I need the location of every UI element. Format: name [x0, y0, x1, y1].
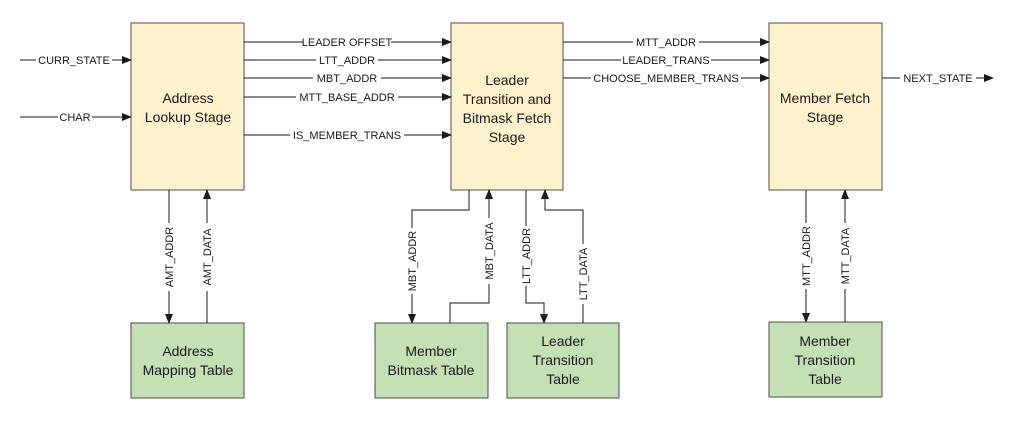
member-transition-table: Member Transition Table: [768, 321, 883, 398]
address-lookup-stage-box: [130, 22, 245, 191]
choose-member-trans-label-bg: [591, 71, 741, 85]
mbt-data-label-bg: [482, 218, 496, 284]
signal-mtt-base-addr: MTT_BASE_ADDR: [244, 90, 452, 104]
ltt-data-label: LTT_DATA: [578, 247, 590, 300]
member-transition-table-label-line3: Table: [808, 371, 842, 387]
leader-transition-stage-label-line4: Stage: [489, 129, 526, 145]
leader-transition-table-label-line1: Leader: [541, 333, 585, 349]
leader-transition-stage-label-line2: Transition and: [463, 91, 551, 107]
ltt-addr-vertical-label-bg: [519, 226, 533, 286]
is-member-trans-label-bg: [290, 128, 404, 142]
signal-mtt-addr-vertical: MTT_ADDR: [799, 190, 813, 323]
member-fetch-stage-box: [768, 22, 883, 191]
signal-ltt-addr-vertical: LTT_ADDR: [519, 190, 548, 324]
signal-mbt-addr: MBT_ADDR: [244, 71, 452, 85]
signal-mtt-data: MTT_DATA: [838, 189, 852, 322]
leader-trans-label-bg: [621, 53, 711, 67]
ltt-addr-label-bg: [316, 53, 378, 67]
signal-ltt-data: LTT_DATA: [541, 189, 590, 323]
mbt-addr-vertical-label-bg: [405, 228, 419, 294]
member-bitmask-table-label-line1: Member: [405, 343, 457, 359]
address-mapping-table-label-line1: Address: [162, 343, 213, 359]
signal-next-state: NEXT_STATE: [882, 71, 994, 85]
member-fetch-stage-label-line2: Stage: [807, 109, 844, 125]
amt-addr-label-bg: [162, 223, 176, 291]
curr-state-label-bg: [36, 53, 112, 67]
address-lookup-stage-label-line2: Lookup Stage: [145, 109, 232, 125]
mtt-base-addr-label-bg: [296, 90, 398, 104]
mbt-addr-label-bg: [313, 71, 381, 85]
mtt-addr-vertical-label-bg: [799, 223, 813, 289]
next-state-label-bg: [900, 71, 976, 85]
signal-choose-member-trans: CHOOSE_MEMBER_TRANS: [563, 71, 770, 85]
leader-transition-table-box: [506, 322, 620, 399]
mbt-addr-vertical-label: MBT_ADDR: [407, 231, 419, 292]
signal-char: CHAR: [20, 110, 132, 124]
ltt-addr-label: LTT_ADDR: [319, 55, 375, 67]
signal-amt-addr: AMT_ADDR: [162, 190, 176, 324]
amt-data-label: AMT_DATA: [202, 228, 214, 286]
address-lookup-stage-label-line1: Address: [162, 90, 213, 106]
leader-transition-stage-label-line3: Bitmask Fetch: [463, 110, 552, 126]
address-mapping-table: Address Mapping Table: [130, 322, 245, 399]
signal-curr-state: CURR_STATE: [20, 53, 132, 67]
signal-ltt-addr: LTT_ADDR: [244, 53, 452, 67]
leader-transition-bitmask-fetch-stage: Leader Transition and Bitmask Fetch Stag…: [450, 22, 564, 191]
ltt-data-label-bg: [576, 244, 590, 304]
mtt-addr-label: MTT_ADDR: [636, 37, 696, 49]
amt-data-label-bg: [200, 223, 214, 291]
is-member-trans-label: IS_MEMBER_TRANS: [293, 130, 401, 142]
leader-transition-table-label-line2: Transition: [533, 352, 594, 368]
leader-trans-label: LEADER_TRANS: [622, 55, 709, 67]
member-fetch-stage-label-line1: Member Fetch: [780, 90, 870, 106]
signal-mtt-addr: MTT_ADDR: [563, 35, 770, 49]
member-bitmask-table-box: [374, 322, 489, 399]
member-transition-table-label-line2: Transition: [795, 352, 856, 368]
mtt-addr-vertical-label: MTT_ADDR: [801, 226, 813, 286]
address-mapping-table-box: [130, 322, 245, 399]
char-label-bg: [58, 110, 92, 124]
char-label: CHAR: [59, 112, 90, 124]
mtt-data-label-bg: [838, 223, 852, 289]
leader-offset-label-bg: [303, 35, 391, 49]
curr-state-label: CURR_STATE: [38, 55, 110, 67]
mbt-data-label: MBT_DATA: [484, 222, 496, 280]
signal-mbt-data: MBT_DATA: [449, 189, 496, 323]
leader-transition-stage-label-line1: Leader: [485, 72, 529, 88]
member-fetch-stage: Member Fetch Stage: [768, 22, 883, 191]
leader-transition-stage-box: [450, 22, 564, 191]
member-bitmask-table: Member Bitmask Table: [374, 322, 489, 399]
mtt-addr-label-bg: [633, 35, 699, 49]
member-bitmask-table-label-line2: Bitmask Table: [388, 362, 475, 378]
mtt-data-label: MTT_DATA: [840, 227, 852, 284]
member-transition-table-label-line1: Member: [799, 333, 851, 349]
signal-leader-trans: LEADER_TRANS: [563, 53, 770, 67]
address-lookup-stage: Address Lookup Stage: [130, 22, 245, 191]
signal-mbt-addr-vertical: MBT_ADDR: [405, 190, 470, 324]
choose-member-trans-label: CHOOSE_MEMBER_TRANS: [593, 73, 738, 85]
amt-addr-label: AMT_ADDR: [164, 227, 176, 288]
signal-amt-data: AMT_DATA: [200, 189, 214, 323]
leader-transition-table-label-line3: Table: [546, 371, 580, 387]
next-state-label: NEXT_STATE: [903, 73, 972, 85]
leader-offset-label: LEADER OFFSET: [302, 37, 393, 49]
mbt-addr-label: MBT_ADDR: [317, 73, 378, 85]
mtt-base-addr-label: MTT_BASE_ADDR: [299, 92, 394, 104]
signal-leader-offset: LEADER OFFSET: [244, 35, 452, 49]
leader-transition-table: Leader Transition Table: [506, 322, 620, 399]
ltt-addr-vertical-label: LTT_ADDR: [521, 228, 533, 284]
address-mapping-table-label-line2: Mapping Table: [143, 362, 234, 378]
signal-is-member-trans: IS_MEMBER_TRANS: [244, 128, 452, 142]
member-transition-table-box: [768, 321, 883, 398]
